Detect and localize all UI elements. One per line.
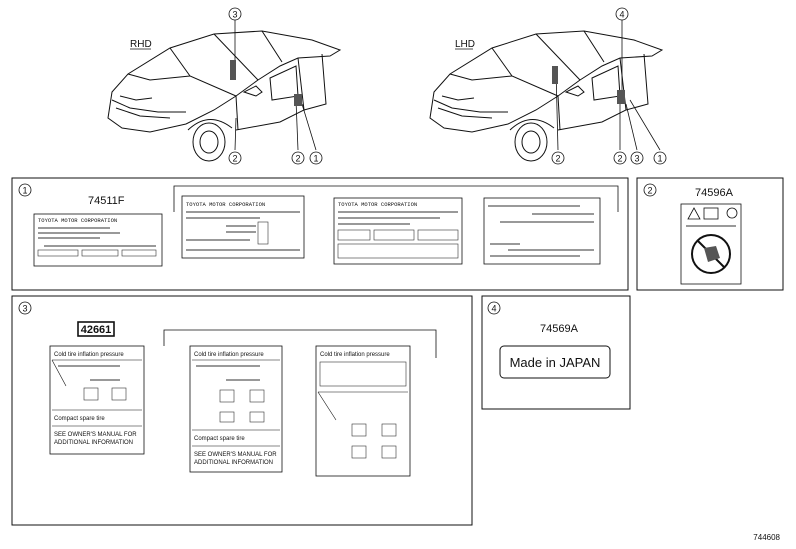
lhd-callout-leaders	[555, 20, 661, 151]
lhd-callout-2b: 2	[613, 151, 627, 165]
svg-text:Cold tire inflation pressure: Cold tire inflation pressure	[320, 352, 390, 358]
svg-text:Cold tire inflation pressure: Cold tire inflation pressure	[54, 352, 124, 358]
rhd-callout-2b: 2	[291, 151, 305, 165]
svg-text:1: 1	[313, 154, 318, 164]
part-number-42661: 42661	[81, 324, 112, 336]
made-in-japan-plate	[499, 345, 611, 379]
vin-label-d	[483, 197, 601, 265]
part-number-74596A: 74596A	[695, 187, 734, 199]
vin-label-b: TOYOTA MOTOR CORPORATION	[181, 195, 305, 259]
panel-3-bracket	[163, 329, 437, 358]
panel-3-marker: 3	[18, 301, 32, 315]
rhd-callout-leaders	[234, 20, 317, 151]
svg-text:2: 2	[617, 154, 622, 164]
tire-pressure-label-3: Cold tire inflation pressure	[315, 345, 411, 477]
vin-label-a: TOYOTA MOTOR CORPORATION	[33, 213, 163, 267]
rhd-door-label	[294, 94, 302, 106]
svg-text:ADDITIONAL INFORMATION: ADDITIONAL INFORMATION	[54, 440, 133, 446]
svg-text:4: 4	[619, 10, 624, 20]
svg-text:Cold tire inflation pressure: Cold tire inflation pressure	[194, 352, 264, 358]
lhd-callout-2a: 2	[551, 151, 565, 165]
svg-text:TOYOTA MOTOR CORPORATION: TOYOTA MOTOR CORPORATION	[38, 217, 117, 224]
svg-text:1: 1	[22, 186, 27, 196]
rhd-label: RHD	[130, 39, 152, 50]
warning-triangle-icon	[687, 207, 701, 220]
svg-text:2: 2	[232, 154, 237, 164]
rhd-callout-3: 3	[228, 7, 242, 21]
lhd-label: LHD	[455, 39, 475, 50]
lhd-callout-3: 3	[630, 151, 644, 165]
rhd-car-illustration	[107, 30, 342, 162]
rhd-callout-2a: 2	[228, 151, 242, 165]
svg-text:4: 4	[491, 304, 496, 314]
vin-label-c: TOYOTA MOTOR CORPORATION	[333, 197, 463, 265]
airbag-warning-label	[680, 203, 742, 285]
rhd-callout-1: 1	[309, 151, 323, 165]
panel-3-frame	[11, 295, 473, 526]
panel-1-frame	[11, 177, 629, 291]
svg-text:2: 2	[647, 186, 652, 196]
lhd-door-label	[617, 90, 625, 104]
svg-text:1: 1	[657, 154, 662, 164]
circle-symbol-icon	[726, 207, 738, 219]
panel-4-marker: 4	[487, 301, 501, 315]
svg-text:TOYOTA MOTOR CORPORATION: TOYOTA MOTOR CORPORATION	[338, 201, 417, 208]
panel-1-marker: 1	[18, 183, 32, 197]
svg-text:SEE OWNER'S MANUAL FOR: SEE OWNER'S MANUAL FOR	[194, 452, 277, 458]
made-in-japan-text: Made in JAPAN	[510, 355, 601, 370]
manual-book-icon	[703, 207, 719, 220]
no-child-seat-icon	[691, 234, 731, 274]
svg-text:2: 2	[555, 154, 560, 164]
part-number-74569A: 74569A	[540, 323, 579, 335]
svg-text:2: 2	[295, 154, 300, 164]
lhd-callout-4: 4	[615, 7, 629, 21]
svg-text:3: 3	[232, 10, 237, 20]
panel-2-frame	[636, 177, 784, 291]
svg-text:Compact spare tire: Compact spare tire	[194, 436, 245, 442]
svg-text:ADDITIONAL INFORMATION: ADDITIONAL INFORMATION	[194, 460, 273, 466]
part-number-74511F: 74511F	[88, 195, 125, 207]
svg-text:TOYOTA MOTOR CORPORATION: TOYOTA MOTOR CORPORATION	[186, 201, 265, 208]
panel-4-frame	[481, 295, 631, 410]
lhd-callout-1: 1	[653, 151, 667, 165]
svg-text:Compact spare tire: Compact spare tire	[54, 416, 105, 422]
rhd-pillar-label	[230, 60, 236, 80]
figure-id: 744608	[753, 533, 780, 542]
svg-text:SEE OWNER'S MANUAL FOR: SEE OWNER'S MANUAL FOR	[54, 432, 137, 438]
svg-text:3: 3	[22, 304, 27, 314]
tire-pressure-label-2: Cold tire inflation pressure Compact spa…	[189, 345, 283, 473]
tire-pressure-label-1: Cold tire inflation pressure Compact spa…	[49, 345, 145, 455]
panel-1-bracket	[173, 185, 619, 212]
part-number-box	[77, 321, 115, 337]
svg-text:3: 3	[634, 154, 639, 164]
panel-2-marker: 2	[643, 183, 657, 197]
lhd-pillar-label	[552, 66, 558, 84]
lhd-car-illustration	[429, 30, 664, 162]
